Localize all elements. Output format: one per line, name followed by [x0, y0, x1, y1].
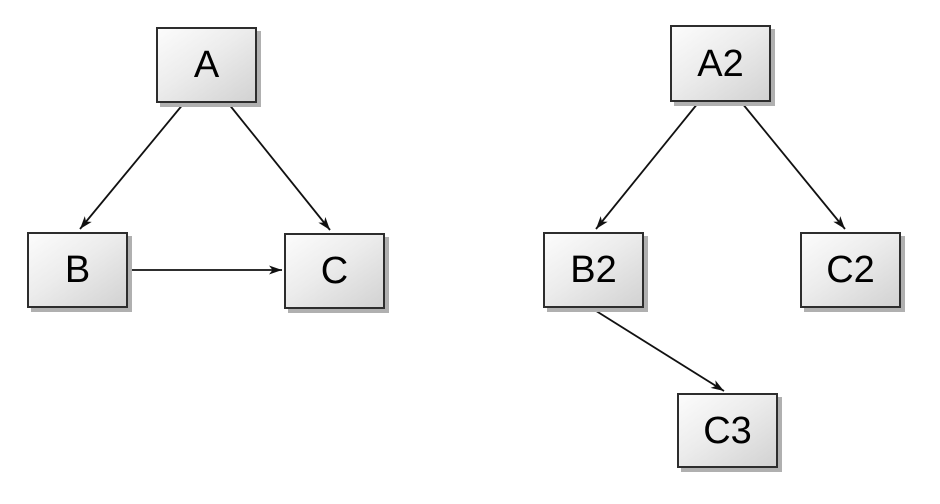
- node-B2[interactable]: B2: [543, 232, 644, 308]
- node-C[interactable]: C: [284, 233, 385, 309]
- node-C2[interactable]: C2: [800, 232, 901, 308]
- node-C2-label: C2: [826, 249, 875, 291]
- node-B-label: B: [64, 249, 91, 291]
- node-B2-label: B2: [570, 249, 617, 291]
- node-A-label: A: [193, 44, 220, 86]
- node-B[interactable]: B: [27, 232, 128, 308]
- node-A2-label: A2: [697, 42, 744, 85]
- edge-A-to-C: [227, 102, 331, 231]
- edge-A2-to-C2: [741, 102, 846, 230]
- edge-A2-to-B2: [595, 102, 699, 230]
- node-C-label: C: [320, 250, 349, 292]
- edge-A-to-B: [79, 102, 185, 230]
- edge-B2-to-C3: [592, 308, 725, 392]
- node-C3[interactable]: C3: [677, 393, 778, 468]
- node-A[interactable]: A: [156, 27, 257, 103]
- node-A2[interactable]: A2: [670, 25, 771, 102]
- node-C3-label: C3: [703, 409, 752, 452]
